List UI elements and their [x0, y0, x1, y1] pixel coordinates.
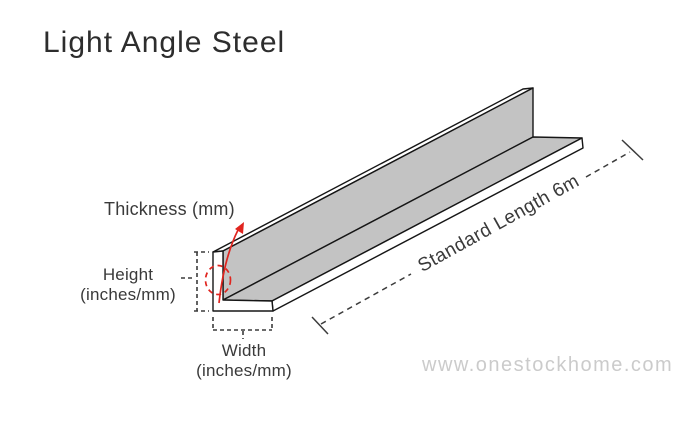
width-dimension-bracket: [212, 317, 273, 339]
angle-steel-shape: [212, 87, 584, 312]
thickness-annotation: [204, 229, 239, 304]
thickness-arrowhead: [235, 222, 244, 234]
width-label-line2: (inches/mm): [196, 360, 292, 380]
length-dimension-dashes-left: [320, 273, 412, 325]
height-label-line1: Height: [102, 265, 154, 284]
length-dimension-start-tick: [311, 316, 329, 335]
steel-front-cross-section: [212, 250, 274, 312]
height-label: Height (inches/mm): [58, 265, 198, 304]
width-label-line1: Width: [221, 341, 267, 360]
length-dimension-line: [311, 139, 644, 335]
thickness-arrow-shaft: [218, 229, 239, 304]
thickness-highlight-circle: [204, 264, 232, 296]
length-dimension-end-tick: [621, 139, 644, 161]
thickness-label: Thickness (mm): [104, 199, 235, 219]
page-title: Light Angle Steel: [43, 26, 286, 59]
watermark: www.onestockhome.com: [422, 354, 674, 376]
height-label-line2: (inches/mm): [80, 284, 176, 304]
height-dimension-bracket: [181, 251, 209, 312]
width-label: Width (inches/mm): [174, 341, 314, 380]
length-dimension-dashes-right: [585, 151, 631, 178]
